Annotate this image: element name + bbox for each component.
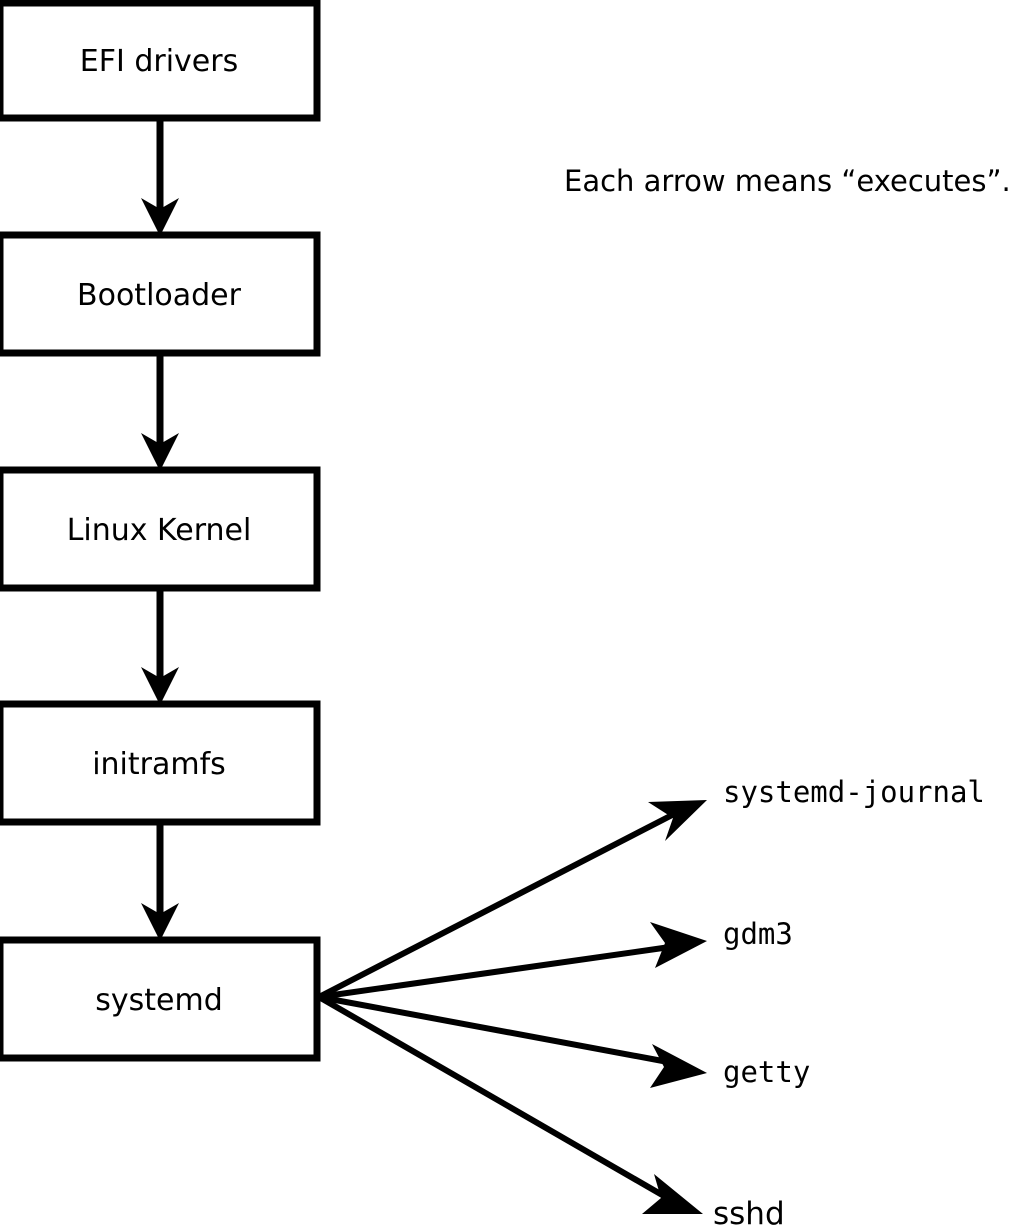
node-label-linux-kernel: Linux Kernel [67,513,252,548]
fan-arrow-shaft [317,994,666,1199]
chain-arrow-bootloader-to-kernel [141,353,179,471]
node-label-systemd: systemd [95,983,223,1018]
fan-arrow-shaft [318,944,671,1000]
fan-arrowhead [642,1174,703,1214]
chain-arrowhead [141,433,179,471]
fan-arrow-shaft [317,809,680,1000]
fan-arrowhead [650,922,707,968]
leaf-label-gdm3: gdm3 [723,917,793,951]
node-label-efi-drivers: EFI drivers [80,44,238,79]
node-systemd[interactable]: systemd [0,936,321,1062]
fan-arrow-getty [318,994,707,1088]
annotation-label: Each arrow means “executes”. [564,164,1011,198]
chain-arrowhead [141,198,179,236]
node-label-initramfs: initramfs [92,747,226,782]
node-box-efi-drivers[interactable] [0,0,321,122]
leaf-label-getty: getty [723,1055,810,1089]
node-linux-kernel[interactable]: Linux Kernel [0,466,321,592]
fan-arrowhead [650,1044,707,1088]
node-label-bootloader: Bootloader [77,278,242,313]
node-initramfs[interactable]: initramfs [0,700,321,826]
fan-arrow-systemd-journal [317,800,707,1000]
leaf-label-sshd: sshd [713,1196,785,1230]
node-box-systemd[interactable] [0,936,321,1062]
chain-arrowhead [141,667,179,705]
fan-arrow-shaft [318,994,669,1065]
fan-arrowhead [648,800,707,841]
leaf-label-systemd-journal: systemd-journal [723,775,985,809]
node-box-bootloader[interactable] [0,231,321,357]
fan-arrow-gdm3 [318,922,707,1000]
chain-arrow-efi-to-bootloader [141,118,179,236]
chain-arrow-kernel-to-initramfs [141,588,179,705]
node-efi-drivers[interactable]: EFI drivers [0,0,321,122]
node-box-initramfs[interactable] [0,700,321,826]
node-box-linux-kernel[interactable] [0,466,321,592]
fan-arrow-sshd [317,994,703,1214]
node-bootloader[interactable]: Bootloader [0,231,321,357]
chain-arrow-initramfs-to-systemd [141,822,179,941]
chain-arrowhead [141,903,179,941]
